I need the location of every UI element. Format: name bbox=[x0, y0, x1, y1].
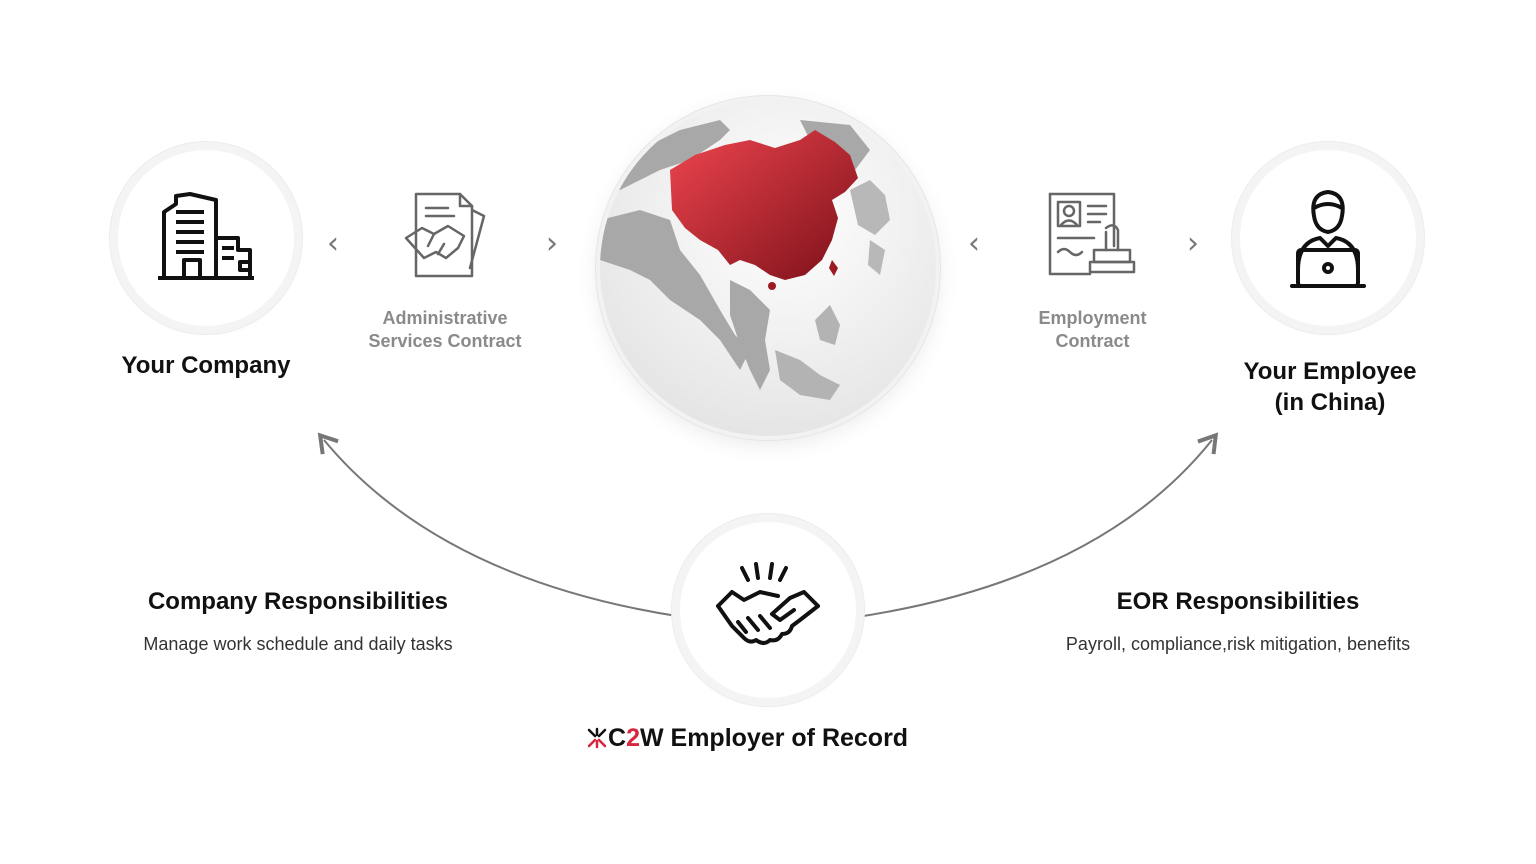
chevron-left-icon: ‹ bbox=[968, 226, 980, 261]
employment-contract-line2: Contract bbox=[1055, 331, 1130, 351]
handshake-deal-icon bbox=[716, 562, 820, 645]
employee-laptop-icon bbox=[1290, 190, 1366, 288]
arrow-to-company bbox=[317, 432, 684, 618]
eor-circle bbox=[680, 522, 856, 698]
employment-contract-stamp-icon bbox=[1048, 192, 1136, 276]
company-title: Your Company bbox=[121, 352, 291, 379]
chevron-right-icon: › bbox=[546, 226, 558, 261]
employment-contract-line1: Employment bbox=[1038, 308, 1147, 328]
admin-contract-line1: Administrative bbox=[382, 308, 508, 328]
office-building-icon bbox=[158, 192, 254, 280]
brand-c: C bbox=[608, 724, 627, 752]
employment-contract-label: Employment Contract bbox=[990, 307, 1195, 353]
globe bbox=[600, 100, 936, 436]
company-responsibilities-title: Company Responsibilities bbox=[147, 588, 449, 615]
company-responsibilities-desc: Manage work schedule and daily tasks bbox=[143, 634, 453, 654]
employee-title-line1: Your Employee bbox=[1243, 358, 1417, 385]
c2w-logo-icon bbox=[587, 727, 607, 749]
brand-2: 2 bbox=[626, 724, 640, 752]
employee-title-line2: (in China) bbox=[1274, 389, 1386, 416]
arrow-to-employee bbox=[856, 432, 1219, 618]
brand-w: W bbox=[639, 724, 664, 752]
eor-responsibilities-desc: Payroll, compliance,risk mitigation, ben… bbox=[1065, 634, 1411, 654]
chevron-right-icon: › bbox=[1187, 226, 1199, 261]
admin-contract-line2: Services Contract bbox=[368, 331, 522, 351]
handshake-contract-icon bbox=[404, 192, 486, 278]
eor-responsibilities-title: EOR Responsibilities bbox=[1116, 588, 1360, 615]
eor-brand-label: C2W Employer of Record bbox=[586, 724, 966, 753]
company-circle bbox=[118, 150, 294, 326]
eor-label: Employer of Record bbox=[670, 724, 909, 752]
admin-contract-label: Administrative Services Contract bbox=[340, 307, 550, 353]
chevron-left-icon: ‹ bbox=[327, 226, 339, 261]
employee-title: Your Employee (in China) bbox=[1210, 356, 1450, 418]
globe-china-map-icon bbox=[600, 100, 936, 436]
employee-circle bbox=[1240, 150, 1416, 326]
